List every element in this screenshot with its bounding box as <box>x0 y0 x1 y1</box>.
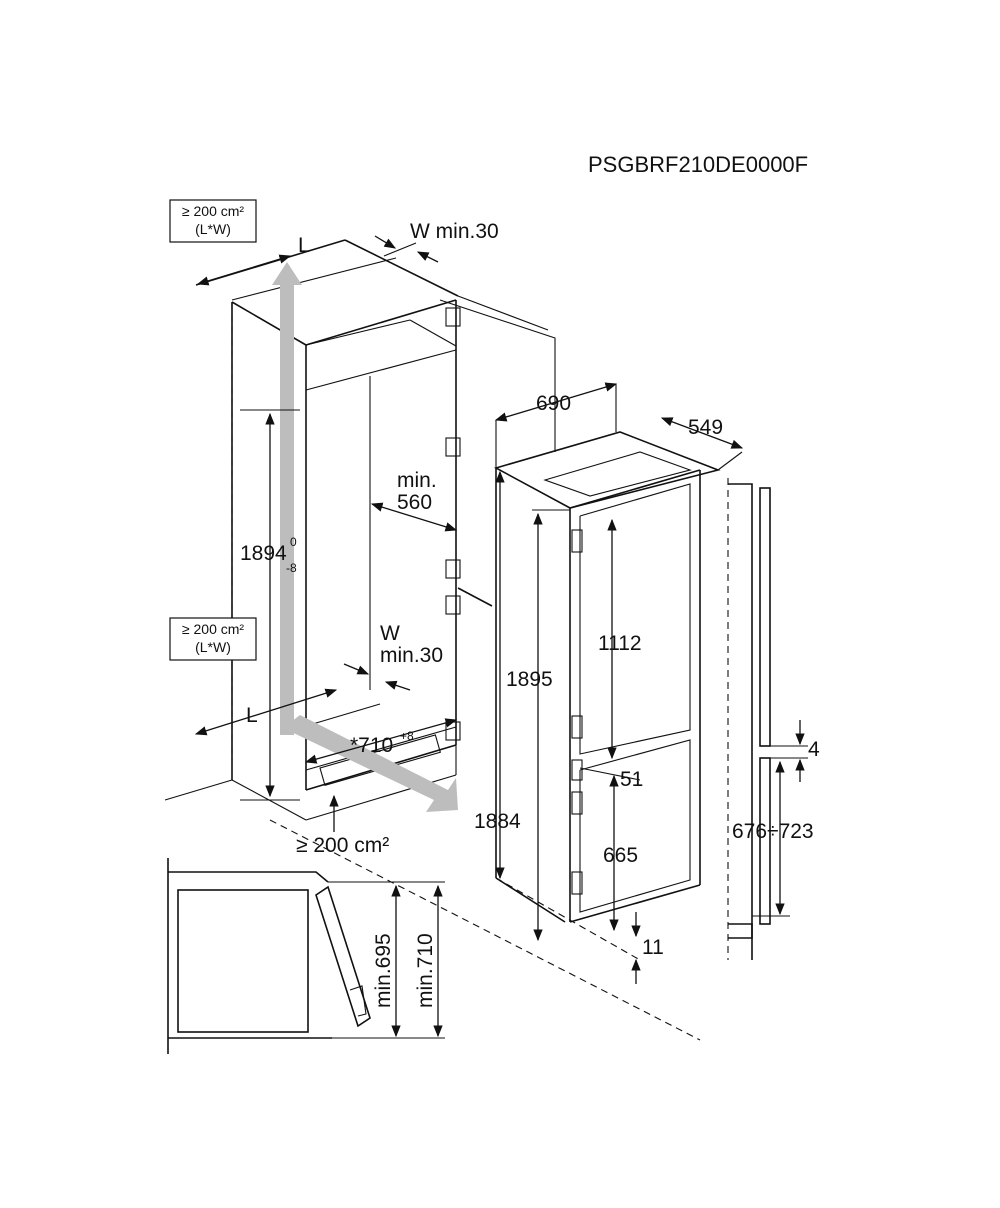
niche-height-value: 1894 <box>240 542 287 565</box>
plinth-depth-tol: +8 <box>400 729 414 743</box>
vent-top-line2: (L*W) <box>195 221 231 237</box>
lower-door: 665 <box>603 844 638 867</box>
niche-height-upper-tol: 0 <box>290 535 297 549</box>
side-gap: 4 <box>808 738 820 761</box>
dim-L-top <box>196 254 292 286</box>
vent-box-middle: ≥ 200 cm² (L*W) <box>169 617 257 661</box>
door-open-min710: min.710 <box>414 933 437 1008</box>
dim-690 <box>494 382 618 422</box>
plinth-depth-value: *710 <box>350 734 393 757</box>
cabinet-hinge-icons <box>445 307 461 741</box>
bottom-gap: 11 <box>642 936 664 959</box>
w-min30-top: W min.30 <box>410 220 499 243</box>
airflow-arrows <box>272 262 458 812</box>
dim-549 <box>660 417 744 449</box>
vent-box-top: ≥ 200 cm² (L*W) <box>169 199 257 243</box>
depth-min-line1: min. <box>397 469 437 492</box>
model-code: PSGBRF210DE0000F <box>588 152 808 177</box>
appliance-width: 549 <box>688 416 723 439</box>
door-open-min695: min.695 <box>372 933 395 1008</box>
dim-710 <box>304 718 458 764</box>
plan-view <box>167 858 445 1054</box>
vent-middle-line1: ≥ 200 cm² <box>182 621 244 637</box>
vent-middle-line2: (L*W) <box>195 639 231 655</box>
label-L-bottom: L <box>246 704 258 727</box>
upper-door: 1112 <box>598 632 642 655</box>
appliance-depth: 690 <box>536 392 571 415</box>
appliance <box>457 431 721 961</box>
appliance-height-rear: 1884 <box>474 810 521 833</box>
vent-bottom-label: ≥ 200 cm² <box>296 834 389 857</box>
w-min30-mid: min.30 <box>380 644 443 667</box>
dim-min560 <box>370 502 458 532</box>
lower-door-range: 676÷723 <box>732 820 814 843</box>
side-profile <box>727 478 808 960</box>
niche-height-lower-tol: -8 <box>286 561 297 575</box>
door-gap: 51 <box>620 768 643 791</box>
label-W-mid: W <box>380 622 400 645</box>
label-L-top: L <box>298 234 310 257</box>
appliance-height: 1895 <box>506 668 553 691</box>
depth-min-line2: 560 <box>397 491 432 514</box>
vent-top-line1: ≥ 200 cm² <box>182 203 244 219</box>
dim-L-bottom <box>194 688 338 736</box>
